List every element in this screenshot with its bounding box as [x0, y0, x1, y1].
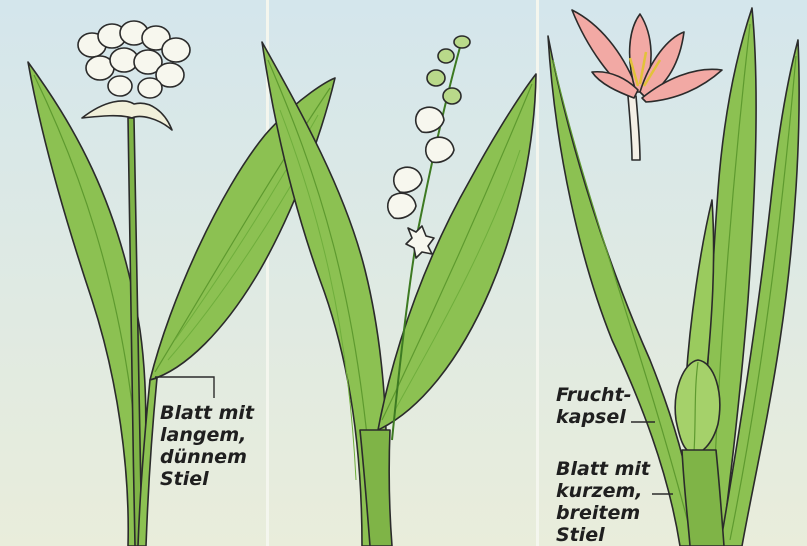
leaf-sheath: [682, 450, 724, 546]
label-leaf-short-stalk: Blatt mit kurzem, breitem Stiel: [556, 458, 650, 546]
label-leaf-long-stalk: Blatt mit langem, dünnem Stiel: [160, 402, 254, 490]
label-fruit-capsule: Frucht- kapsel: [556, 384, 632, 428]
